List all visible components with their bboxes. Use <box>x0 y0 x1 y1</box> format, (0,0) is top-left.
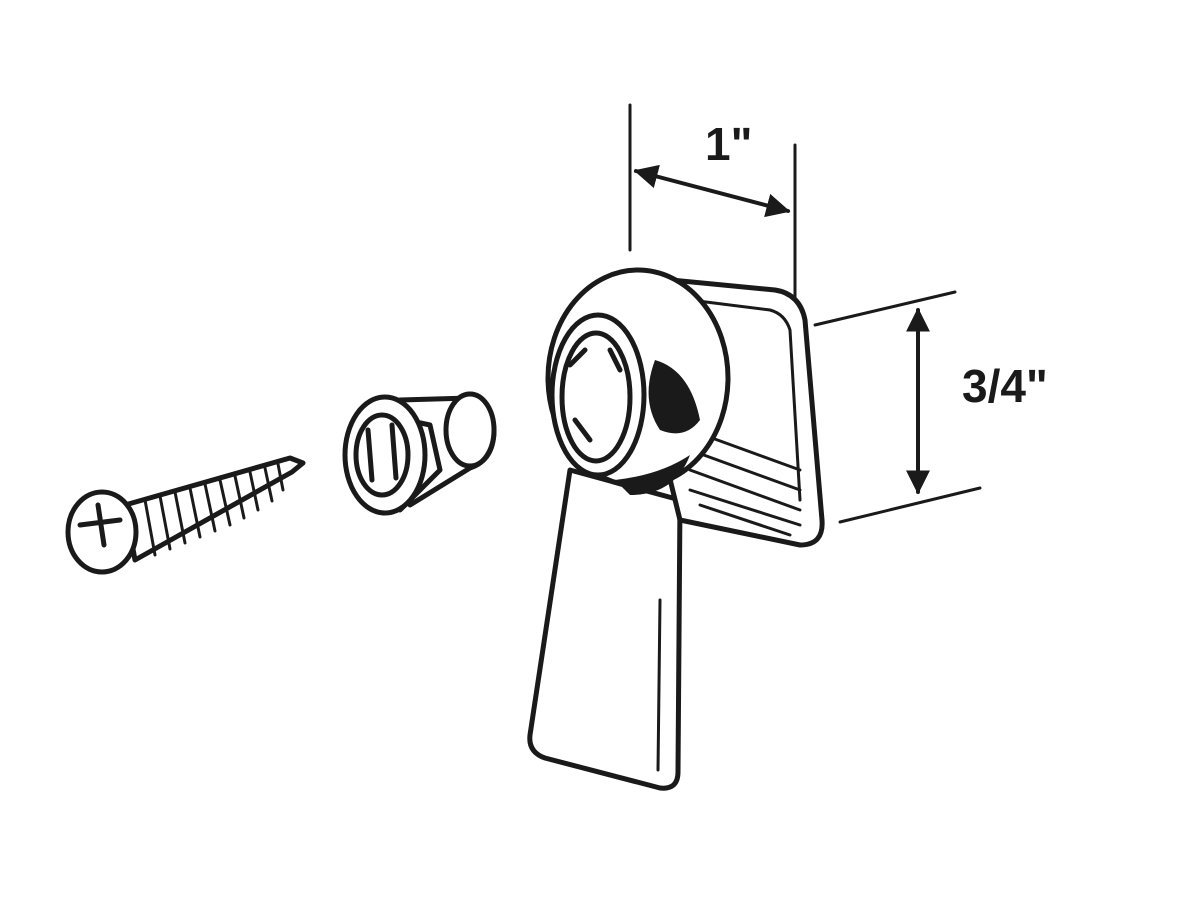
bushing <box>342 391 497 516</box>
width-label: 1" <box>705 118 752 170</box>
screw-threads <box>143 462 285 557</box>
height-dimension: 3/4" <box>813 290 1048 524</box>
lever-blade <box>527 467 683 791</box>
phillips-cross <box>77 502 123 548</box>
screw <box>65 455 306 575</box>
height-label: 3/4" <box>962 360 1048 412</box>
lever-handle <box>527 267 825 791</box>
width-dimension: 1" <box>628 103 797 302</box>
